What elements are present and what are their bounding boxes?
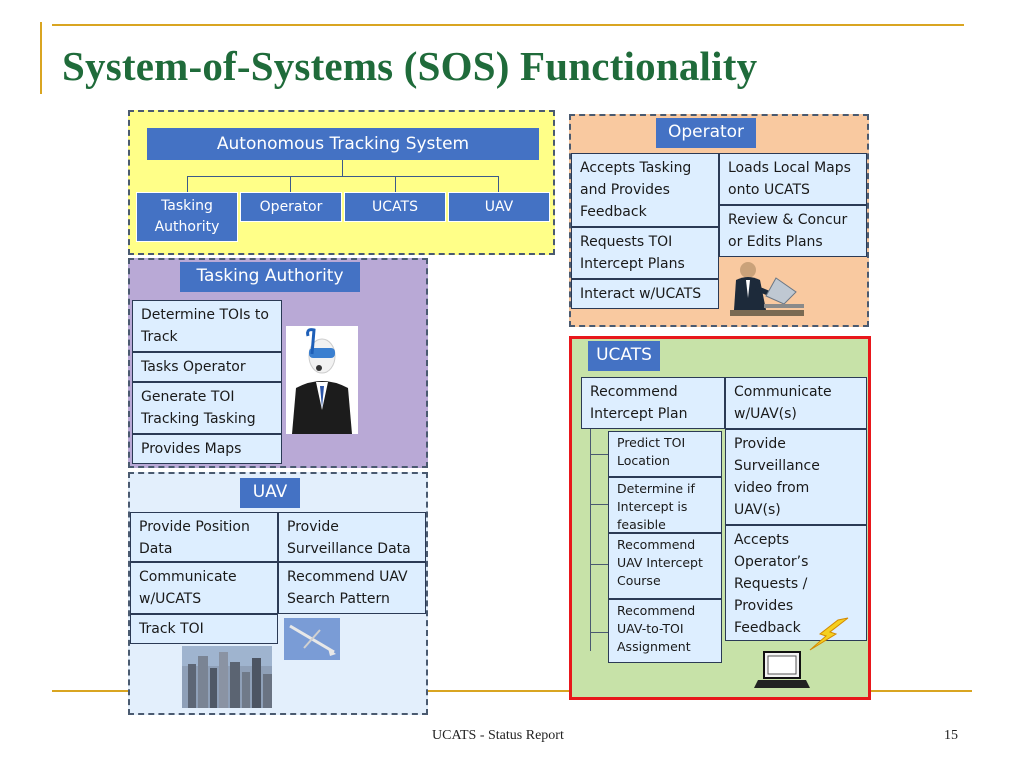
ats-child-uav: UAV — [448, 192, 550, 222]
operator-item-accepts-tasking: Accepts Tasking and Provides Feedback — [571, 153, 719, 227]
ats-connector-tasking — [187, 176, 188, 192]
tasking-item-provides-maps: Provides Maps — [132, 434, 282, 464]
ats-connector-uav — [498, 176, 499, 192]
ucats-sub-predict-location: Predict TOI Location — [608, 431, 722, 477]
ats-connector-operator — [290, 176, 291, 192]
ats-connector-ucats — [395, 176, 396, 192]
ucats-tree-branch-1 — [590, 454, 608, 455]
city-aerial-photo-icon — [182, 646, 272, 708]
uav-item-search-pattern: Recommend UAV Search Pattern — [278, 562, 426, 614]
ucats-tree-connector — [590, 429, 591, 651]
footer-rule-middle — [428, 690, 569, 692]
operator-item-loads-maps: Loads Local Maps onto UCATS — [719, 153, 867, 205]
uav-item-track-toi: Track TOI — [130, 614, 278, 644]
uav-item-position-data: Provide Position Data — [130, 512, 278, 562]
ucats-item-communicate-uavs: Communicate w/UAV(s) — [725, 377, 867, 429]
ucats-sub-determine-feasible: Determine if Intercept is feasible — [608, 477, 722, 533]
operator-item-review-concur: Review & Concur or Edits Plans — [719, 205, 867, 257]
ucats-tree-branch-4 — [590, 632, 608, 633]
tasking-item-generate-tasking: Generate TOI Tracking Tasking — [132, 382, 282, 434]
ucats-item-surveillance-video: Provide Surveillance video from UAV(s) — [725, 429, 867, 525]
footer-rule-left — [52, 690, 128, 692]
title-left-rule — [40, 22, 42, 94]
operator-item-requests-toi: Requests TOI Intercept Plans — [571, 227, 719, 279]
ats-child-tasking-authority: Tasking Authority — [136, 192, 238, 242]
tasking-item-determine-tois: Determine TOIs to Track — [132, 300, 282, 352]
footer-rule-right — [871, 690, 972, 692]
ats-child-operator: Operator — [240, 192, 342, 222]
lightning-bolt-icon — [804, 616, 852, 652]
ats-connector-horizontal — [187, 176, 499, 177]
businessman-at-laptop-icon — [726, 258, 808, 322]
ucats-item-recommend-intercept: Recommend Intercept Plan — [581, 377, 725, 429]
operator-header: Operator — [656, 118, 756, 148]
person-with-mask-icon — [286, 326, 358, 434]
tasking-authority-header: Tasking Authority — [180, 262, 360, 292]
ucats-tree-branch-3 — [590, 564, 608, 565]
uav-item-communicate-ucats: Communicate w/UCATS — [130, 562, 278, 614]
ats-connector-vertical — [342, 160, 343, 176]
title-top-rule — [52, 24, 964, 26]
uav-aircraft-icon — [284, 618, 340, 660]
uav-header: UAV — [240, 478, 300, 508]
laptop-icon — [754, 650, 810, 690]
ucats-header: UCATS — [588, 341, 660, 371]
slide-title: System-of-Systems (SOS) Functionality — [62, 43, 758, 89]
ucats-sub-recommend-course: Recommend UAV Intercept Course — [608, 533, 722, 599]
ucats-sub-recommend-assignment: Recommend UAV-to-TOI Assignment — [608, 599, 722, 663]
uav-item-surveillance-data: Provide Surveillance Data — [278, 512, 426, 562]
ats-child-ucats: UCATS — [344, 192, 446, 222]
operator-item-interact-ucats: Interact w/UCATS — [571, 279, 719, 309]
ucats-tree-branch-2 — [590, 504, 608, 505]
footer-text: UCATS - Status Report — [432, 728, 564, 743]
ats-title-box: Autonomous Tracking System — [147, 128, 539, 160]
tasking-item-tasks-operator: Tasks Operator — [132, 352, 282, 382]
page-number: 15 — [944, 728, 958, 743]
